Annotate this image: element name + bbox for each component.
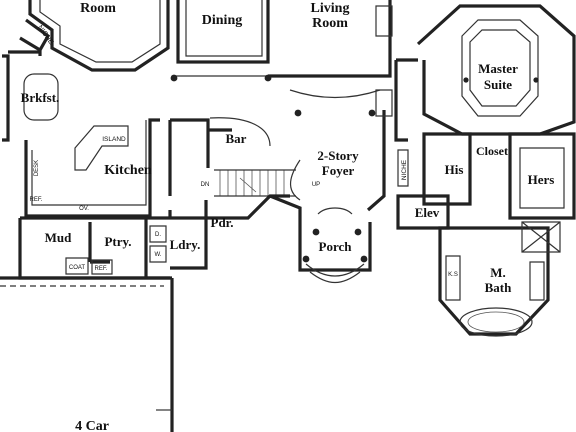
room-label-foyer-1: 2-Story bbox=[317, 148, 359, 163]
wall-breakfast-outer bbox=[2, 50, 42, 142]
room-label-foyer-2: Foyer bbox=[322, 163, 355, 178]
wall-kitchen-bottom bbox=[48, 118, 160, 218]
wall-bar bbox=[170, 118, 232, 168]
island-counter bbox=[74, 125, 129, 171]
wall-his bbox=[422, 132, 472, 206]
laundry-machines bbox=[149, 225, 167, 263]
wall-foyer-left bbox=[269, 194, 302, 222]
stair-curve-outer bbox=[290, 159, 301, 201]
wall-hers bbox=[508, 132, 576, 220]
room-label-his: His bbox=[445, 162, 464, 177]
label-island: ISLAND bbox=[102, 136, 126, 143]
room-label-dining: Dining bbox=[202, 13, 242, 28]
label-ref-mud: REF. bbox=[94, 266, 107, 272]
column-dot bbox=[463, 77, 469, 83]
wall-porch bbox=[298, 222, 372, 272]
column-dot bbox=[170, 74, 178, 82]
bath-shower bbox=[521, 221, 561, 253]
bath-tub-inner bbox=[467, 311, 525, 333]
wall-top-room-inner bbox=[39, 0, 161, 63]
master-octagon-inner bbox=[469, 29, 531, 107]
room-label-room: Room bbox=[80, 1, 116, 16]
bath-tub bbox=[459, 307, 533, 337]
room-label-pantry: Ptry. bbox=[104, 234, 131, 249]
room-label-master-2: Suite bbox=[484, 77, 512, 92]
room-label-living-1: Living bbox=[311, 1, 350, 16]
niche-right-box bbox=[397, 149, 409, 187]
label-stair-dn: DN bbox=[201, 182, 210, 188]
room-label-master-1: Master bbox=[478, 61, 518, 76]
room-label-kitchen: Kitchen bbox=[104, 163, 152, 178]
wall-top-room bbox=[28, 0, 170, 72]
porch-steps bbox=[305, 263, 365, 284]
room-label-living-2: Room bbox=[312, 16, 348, 31]
wall-dining bbox=[176, 0, 270, 64]
room-label-hers: Hers bbox=[528, 172, 555, 187]
closet-storage bbox=[375, 89, 393, 117]
room-label-breakfast: Brkfst. bbox=[21, 90, 60, 105]
room-label-elevator: Elev bbox=[415, 205, 440, 220]
kitchen-counter bbox=[31, 120, 147, 206]
column-dot bbox=[302, 255, 310, 263]
wall-laundry bbox=[146, 216, 208, 270]
column-dot bbox=[312, 228, 320, 236]
hers-closet-inner bbox=[519, 147, 565, 209]
room-labels: Room Dining Living Room Master Suite Brk… bbox=[21, 1, 555, 432]
room-label-garage: 4 Car bbox=[75, 419, 109, 432]
column-dot bbox=[360, 255, 368, 263]
label-ks: K.S bbox=[448, 272, 458, 278]
room-label-bar: Bar bbox=[226, 131, 247, 146]
dining-inner bbox=[185, 0, 263, 57]
stair-treads bbox=[214, 169, 296, 197]
wall-foyer-right bbox=[366, 110, 386, 212]
wall-living bbox=[268, 0, 392, 78]
room-label-laundry: Ldry. bbox=[170, 237, 201, 252]
column-dot bbox=[264, 74, 272, 82]
label-ov: OV. bbox=[79, 206, 89, 212]
label-desk: DESK bbox=[34, 160, 40, 176]
living-fireplace bbox=[375, 5, 393, 37]
column-dot bbox=[533, 77, 539, 83]
label-ref-kitchen: REF. bbox=[29, 197, 42, 203]
label-niche-right: NICHE bbox=[401, 159, 408, 180]
label-washer: W. bbox=[155, 252, 162, 258]
column-dot bbox=[368, 109, 376, 117]
wall-closet-vestibule bbox=[394, 58, 418, 142]
room-label-bath-2: Bath bbox=[485, 280, 513, 295]
label-dryer: D. bbox=[155, 232, 161, 238]
room-label-powder: Pdr. bbox=[211, 215, 234, 230]
master-octagon-outer bbox=[461, 19, 539, 117]
column-dot bbox=[354, 228, 362, 236]
bar-curve bbox=[209, 117, 271, 147]
foyer-arc bbox=[289, 89, 381, 99]
niche-left-wall bbox=[19, 18, 51, 53]
wall-kitchen-outer-left bbox=[24, 140, 48, 218]
wall-master-suite bbox=[416, 4, 576, 136]
mud-coat-box bbox=[65, 257, 113, 275]
wall-powder bbox=[204, 194, 290, 220]
label-coat: COAT bbox=[69, 265, 86, 271]
column-dot bbox=[294, 109, 302, 117]
wall-pantry bbox=[88, 222, 110, 264]
wall-garage bbox=[0, 276, 174, 432]
bath-vanity-right bbox=[529, 261, 545, 301]
entry-arch bbox=[317, 207, 353, 215]
bath-vanity-left bbox=[445, 255, 461, 301]
room-label-porch: Porch bbox=[319, 239, 353, 254]
breakfast-table bbox=[23, 73, 59, 121]
room-label-mud: Mud bbox=[45, 230, 73, 245]
label-stair-up: UP bbox=[312, 182, 320, 188]
room-label-bath-1: M. bbox=[490, 265, 506, 280]
room-label-closet-1: Closet bbox=[476, 144, 508, 158]
columns bbox=[170, 74, 539, 263]
